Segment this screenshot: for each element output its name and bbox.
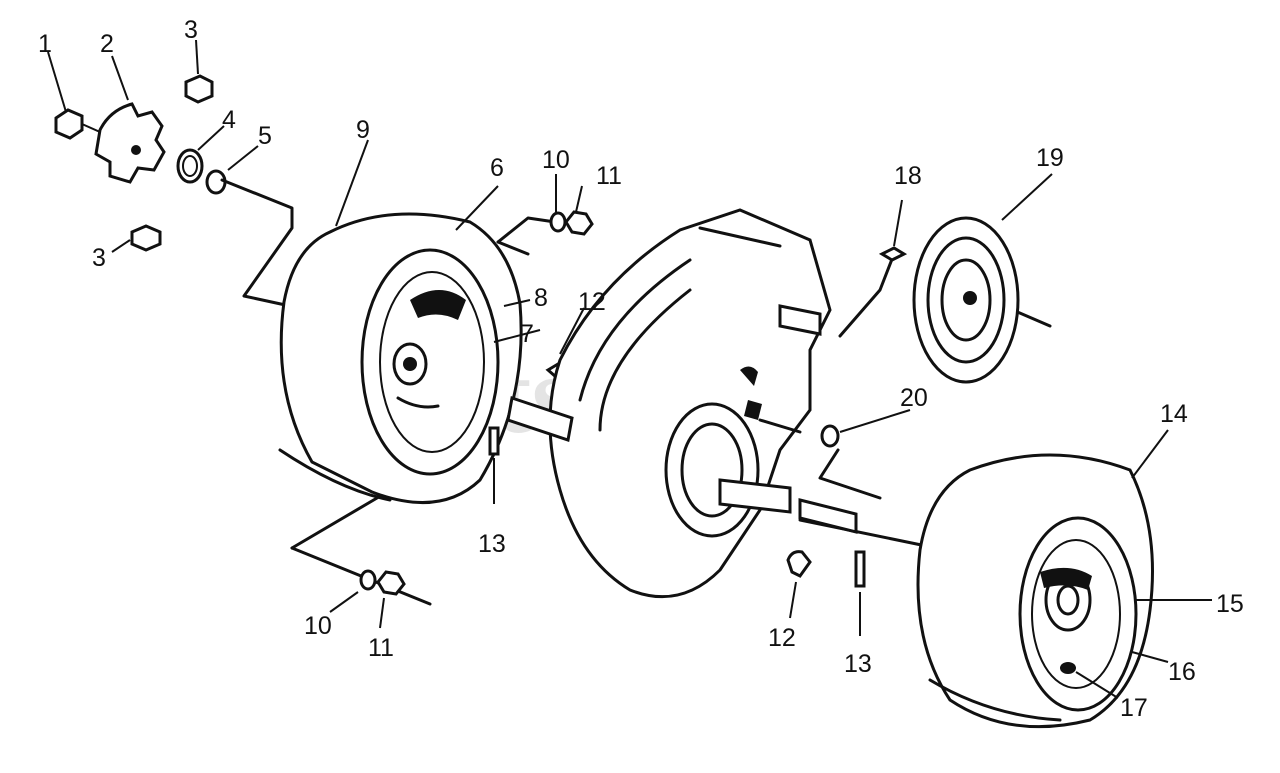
part-pin-13a (488, 426, 500, 456)
callout-4: 4 (222, 106, 236, 134)
callout-labels: 1 2 3 3 4 5 6 7 8 9 10 10 11 11 12 12 13… (38, 16, 1244, 722)
callout-17: 17 (1120, 694, 1148, 722)
callout-12a: 12 (578, 288, 606, 316)
callout-8: 8 (534, 284, 548, 312)
part-pin-13b (854, 550, 866, 588)
callout-7: 7 (520, 320, 534, 348)
callout-5: 5 (258, 122, 272, 150)
part-washer-10b (359, 569, 377, 591)
part-key-18 (878, 246, 908, 262)
callout-11b: 11 (368, 634, 394, 662)
part-spring-4 (176, 148, 204, 184)
transaxle-gear-case (506, 208, 858, 599)
callout-3b: 3 (92, 244, 106, 272)
callout-14: 14 (1160, 400, 1188, 428)
part-ring-5 (205, 169, 227, 195)
callout-15: 15 (1216, 590, 1244, 618)
callout-10a: 10 (542, 146, 570, 174)
callout-18: 18 (894, 162, 922, 190)
callout-10b: 10 (304, 612, 332, 640)
callout-19: 19 (1036, 144, 1064, 172)
callout-13a: 13 (478, 530, 506, 558)
part-nut-11a (564, 210, 594, 236)
callout-1: 1 (38, 30, 52, 58)
part-key-12b (786, 550, 812, 578)
part-bolt-1 (54, 108, 101, 140)
callout-6: 6 (490, 154, 504, 182)
callout-20: 20 (900, 384, 928, 412)
pulley-19 (912, 216, 1020, 384)
callout-3a: 3 (184, 16, 198, 44)
part-nut-11b (376, 570, 406, 596)
callout-2: 2 (100, 30, 114, 58)
right-wheel-assembly (916, 453, 1154, 729)
left-wheel-assembly (278, 212, 523, 505)
part-hub-plate-2 (94, 102, 166, 184)
part-grease-fitting-3a (184, 74, 214, 104)
part-washer-20 (818, 424, 882, 500)
callout-13b: 13 (844, 650, 872, 678)
callout-11a: 11 (596, 162, 622, 190)
part-washer-10a (549, 211, 567, 233)
callout-leaders (47, 39, 1212, 699)
callout-16: 16 (1168, 658, 1196, 686)
callout-12b: 12 (768, 624, 796, 652)
callout-9: 9 (356, 116, 370, 144)
part-grease-fitting-3b (130, 224, 162, 252)
